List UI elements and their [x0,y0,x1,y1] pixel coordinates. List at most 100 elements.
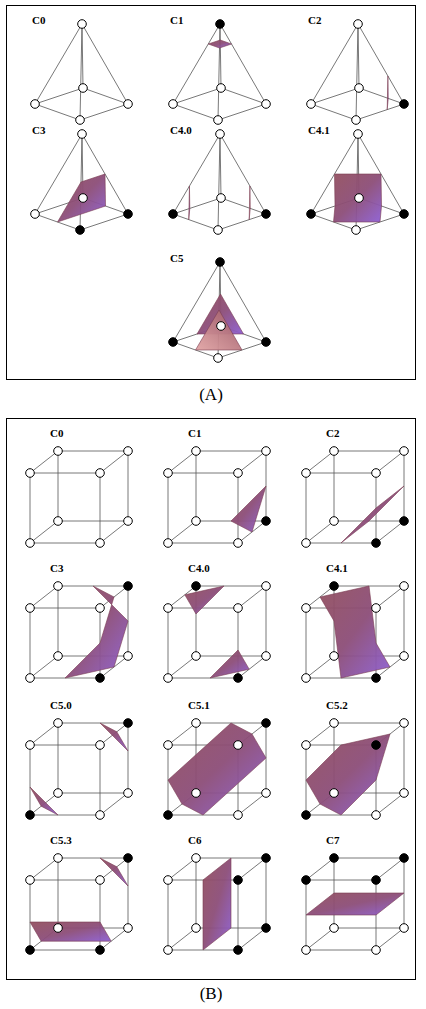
vertex-dot [400,789,409,798]
vertex-dot [169,210,178,219]
cube-figure [164,854,271,955]
pyramid-figure [169,130,271,235]
iso-surface [196,310,243,350]
wire-edge [168,723,196,745]
pyramid-figure [169,20,271,125]
vertex-dot [330,582,339,591]
vertex-dot [124,582,133,591]
wire-edge [306,880,376,881]
vertex-dot [26,604,35,613]
wire-edge [306,858,334,880]
cube-figure [26,854,133,955]
wire-edge [238,928,266,950]
wire-edge [30,815,100,816]
wire-edge [359,88,404,104]
pyramid-figure [31,20,133,125]
vertex-dot [124,924,133,933]
cube-figure [302,719,409,820]
wire-edge [173,198,221,214]
vertex-dot [372,876,381,885]
cube-figure [164,447,271,548]
wire-edge [334,928,404,929]
pyramid-figure [307,20,409,125]
wire-edge [58,451,128,452]
wire-edge [35,88,83,104]
vertex-dot [96,539,105,548]
wire-edge [404,586,405,656]
vertex-dot [192,447,201,456]
wire-edge [311,24,358,104]
pyramid-figure [169,258,271,363]
wire-edge [311,104,356,120]
vertex-dot [400,924,409,933]
vertex-dot [330,854,339,863]
vertex-dot [355,84,364,93]
iso-surface [231,486,266,532]
vertex-dot [54,924,63,933]
vertex-dot [216,20,225,29]
wire-edge [30,880,31,950]
panel-caption: (A) [7,386,415,403]
vertex-dot [26,469,35,478]
case-label: C4.0 [170,125,192,136]
vertex-dot [400,447,409,456]
wire-edge [168,858,196,880]
wire-edge [30,473,31,543]
wire-edge [30,745,31,815]
vertex-dot [124,100,133,109]
wire-edge [100,473,101,543]
iso-surface [387,76,388,110]
case-label: C4.1 [326,563,348,574]
wire-edge [168,678,238,679]
vertex-dot [330,652,339,661]
wire-edge [306,950,376,951]
vertex-dot [302,604,311,613]
wire-edge [196,451,197,521]
cube-figure [26,447,133,548]
vertex-dot [372,674,381,683]
wire-edge [238,858,266,880]
pyramid-figure [307,130,409,235]
vertex-dot [124,652,133,661]
case-label: C5 [170,253,183,264]
wire-edge [128,723,129,793]
iso-surface [168,723,266,815]
vertex-dot [96,674,105,683]
vertex-dot [330,924,339,933]
vertex-dot [192,652,201,661]
vertex-dot [302,741,311,750]
wire-edge [196,451,266,452]
wire-edge [58,723,59,793]
wire-edge [173,24,220,104]
wire-edge [30,473,100,474]
wire-edge [173,214,218,230]
wire-edge [168,928,196,950]
case-label: C5.3 [50,835,72,846]
vertex-dot [96,469,105,478]
wire-edge [80,24,82,120]
wire-edge [128,451,129,521]
wire-edge [218,214,266,230]
vertex-dot [96,811,105,820]
vertex-dot [234,811,243,820]
vertex-dot [234,876,243,885]
vertex-dot [400,210,409,219]
vertex-dot [262,652,271,661]
wire-edge [334,858,404,859]
vertex-dot [26,946,35,955]
vertex-dot [124,789,133,798]
wire-edge [238,880,239,950]
wire-edge [376,451,404,473]
wire-edge [238,793,266,815]
vertex-dot [372,469,381,478]
wire-edge [168,656,196,678]
wire-edge [30,608,100,609]
wire-edge [221,88,266,104]
vertex-dot [330,447,339,456]
wire-edge [196,656,266,657]
wire-edge [218,24,220,120]
vertex-dot [192,924,201,933]
vertex-dot [164,674,173,683]
iso-surface [306,893,404,915]
case-label: C2 [326,428,339,439]
